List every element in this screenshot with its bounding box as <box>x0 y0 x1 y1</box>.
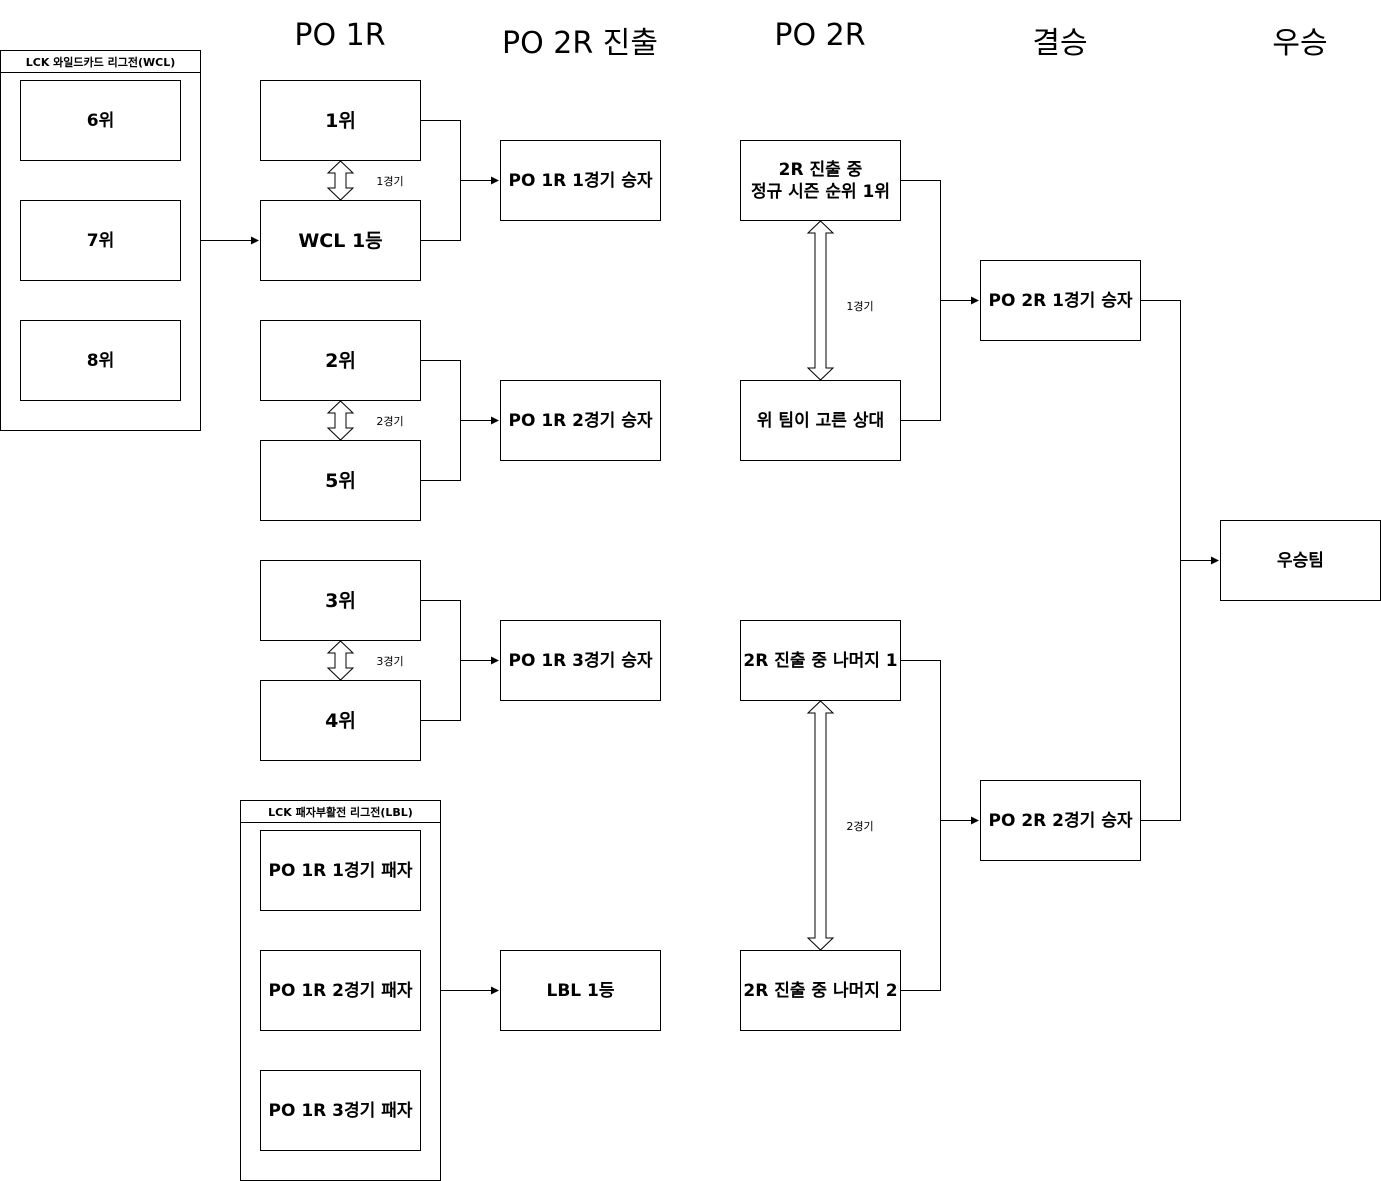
po1r-seed-3rd[interactable]: 3위 <box>260 560 421 641</box>
po2r-remaining-2[interactable]: 2R 진출 중 나머지 2 <box>740 950 901 1031</box>
po1r-seed-1st[interactable]: 1위 <box>260 80 421 161</box>
final-team-2[interactable]: PO 2R 2경기 승자 <box>980 780 1141 861</box>
header-champion: 우승 <box>1272 26 1328 61</box>
final-team-1[interactable]: PO 2R 1경기 승자 <box>980 260 1141 341</box>
po2r-match1-label: 1경기 <box>846 300 874 313</box>
po1r-seed-5th[interactable]: 5위 <box>260 440 421 521</box>
po1r-match2-winner[interactable]: PO 1R 2경기 승자 <box>500 380 661 461</box>
po1r-match3-winner[interactable]: PO 1R 3경기 승자 <box>500 620 661 701</box>
header-po2r: PO 2R <box>774 18 866 53</box>
lbl-item-match1-loser[interactable]: PO 1R 1경기 패자 <box>260 830 421 911</box>
po1r-match2-label: 2경기 <box>376 415 404 428</box>
po2r-top-seed[interactable]: 2R 진출 중 정규 시즌 순위 1위 <box>740 140 901 221</box>
match-arrow-po1r-3 <box>326 640 355 681</box>
edge-po2r-m1 <box>901 180 978 421</box>
po1r-seed-2nd[interactable]: 2위 <box>260 320 421 401</box>
wcl-item-8th[interactable]: 8위 <box>20 320 181 401</box>
header-final: 결승 <box>1032 26 1088 61</box>
wcl-group-title: LCK 와일드카드 리그전(WCL) <box>1 51 200 73</box>
edge-final <box>1141 300 1218 821</box>
match-arrow-po2r-2 <box>806 700 835 951</box>
match-arrow-po2r-1 <box>806 220 835 381</box>
lbl-item-match3-loser[interactable]: PO 1R 3경기 패자 <box>260 1070 421 1151</box>
match-arrow-po1r-1 <box>326 160 355 201</box>
edge-po1r-m3 <box>421 600 498 721</box>
po1r-match1-label: 1경기 <box>376 175 404 188</box>
po2r-remaining-1[interactable]: 2R 진출 중 나머지 1 <box>740 620 901 701</box>
po1r-seed-4th[interactable]: 4위 <box>260 680 421 761</box>
po2r-match2-label: 2경기 <box>846 820 874 833</box>
po2r-chosen-opponent[interactable]: 위 팀이 고른 상대 <box>740 380 901 461</box>
lbl-item-match2-loser[interactable]: PO 1R 2경기 패자 <box>260 950 421 1031</box>
match-arrow-po1r-2 <box>326 400 355 441</box>
wcl-item-7th[interactable]: 7위 <box>20 200 181 281</box>
po1r-match1-winner[interactable]: PO 1R 1경기 승자 <box>500 140 661 221</box>
lbl-group-title: LCK 패자부활전 리그전(LBL) <box>241 801 440 823</box>
edge-po2r-m2 <box>901 660 978 991</box>
lbl-first-place[interactable]: LBL 1등 <box>500 950 661 1031</box>
po1r-match3-label: 3경기 <box>376 655 404 668</box>
edge-po1r-m2 <box>421 360 498 481</box>
header-po1r: PO 1R <box>294 18 386 53</box>
champion-team[interactable]: 우승팀 <box>1220 520 1381 601</box>
po1r-seed-wcl-1st[interactable]: WCL 1등 <box>260 200 421 281</box>
wcl-item-6th[interactable]: 6위 <box>20 80 181 161</box>
header-po2r-advance: PO 2R 진출 <box>502 26 658 61</box>
edge-po1r-m1 <box>421 120 498 241</box>
